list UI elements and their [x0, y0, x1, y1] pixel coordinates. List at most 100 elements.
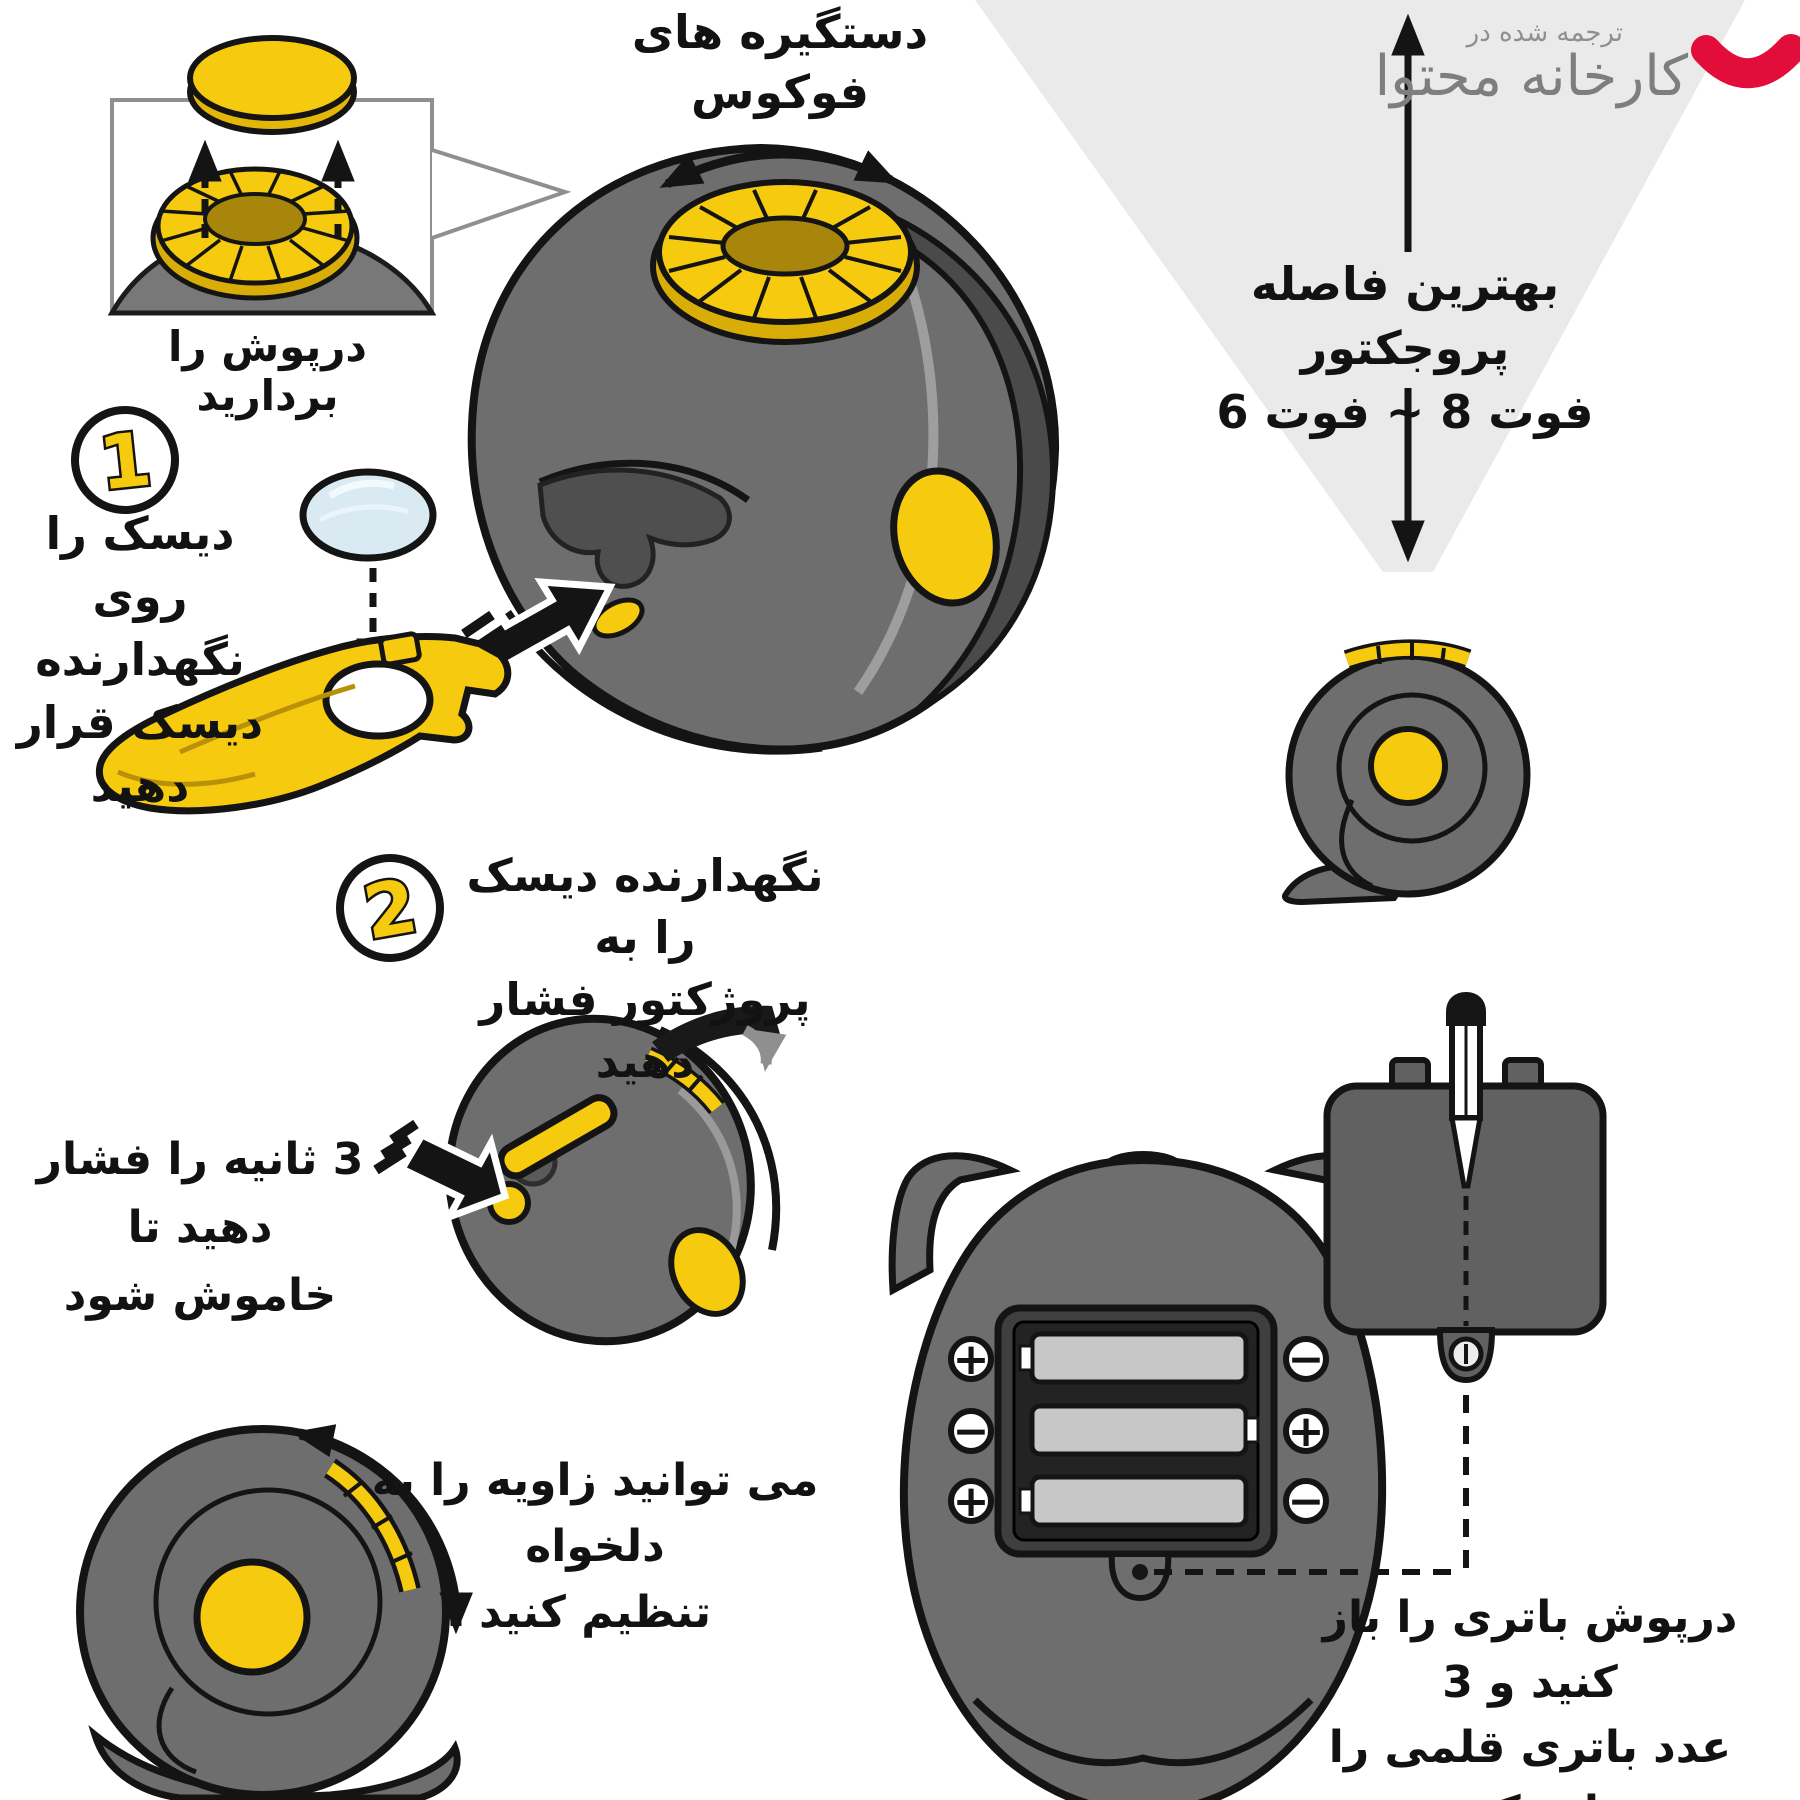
- disc-shine: [328, 479, 395, 499]
- watermark-brand: کارخانه محتوا: [1308, 44, 1688, 109]
- speed-line: [461, 610, 495, 639]
- light-ribbon: [652, 1005, 780, 1062]
- dial-ribs: [668, 189, 902, 319]
- caption-step1: دیسک را روی نگهدارنده دیسک قرار دهید: [0, 502, 280, 817]
- dial-ribs: [160, 170, 350, 282]
- caption-line: تنظیم کنید: [478, 1587, 712, 1638]
- caption-line: خاموش شود: [63, 1270, 337, 1321]
- shell-ear-left: [888, 1152, 1021, 1296]
- polarity-symbol: −: [1288, 1476, 1325, 1527]
- focus-dial: [650, 179, 920, 345]
- rotate-arrow-icon: [291, 1424, 473, 1635]
- polarity-circle: [948, 1408, 994, 1454]
- holder-hole: [322, 660, 434, 740]
- callout-pointer: [431, 148, 572, 240]
- caption-line: درپوش باتری را باز کنید و 3: [1322, 1592, 1738, 1708]
- slot-lip: [538, 459, 751, 503]
- shell-swirl: [1339, 798, 1374, 889]
- polarity-symbol: +: [953, 1476, 990, 1527]
- badge-circle: [336, 854, 444, 962]
- polarity-circle: [1283, 1478, 1329, 1524]
- highlight-streak: [677, 1086, 741, 1257]
- slot-bar: [497, 1094, 618, 1180]
- dial-hole: [720, 215, 850, 277]
- caption-battery: درپوش باتری را باز کنید و 3 عدد باتری قل…: [1290, 1585, 1770, 1800]
- holder-tab: [378, 631, 422, 667]
- main-projector: [467, 143, 1060, 755]
- shell-swirl: [156, 1686, 197, 1775]
- press-arrow-icon: [397, 1130, 510, 1224]
- brand-smile-icon: [1691, 34, 1800, 89]
- projection-beam: [975, 0, 1745, 572]
- cap-callout: [107, 35, 572, 316]
- disc-shine: [318, 504, 409, 523]
- caption-line: بهترین فاصله پروجکتور: [1250, 257, 1560, 375]
- watermark-tagline: ترجمه شده در: [1323, 18, 1623, 48]
- battery-1-terminal: [1018, 1344, 1034, 1372]
- slot-yellow-glimpse: [591, 597, 645, 639]
- polarity-symbol: −: [953, 1406, 990, 1457]
- step2-badge: 2: [336, 854, 444, 962]
- dial-tooth: [1376, 645, 1382, 665]
- dial-tooth: [686, 1074, 704, 1094]
- caption-line: درپوش را بردارید: [168, 322, 367, 420]
- battery-2: [1029, 1403, 1249, 1457]
- projector-rotate-view: [76, 1424, 473, 1800]
- projector-power-off-view: [373, 1005, 787, 1346]
- caption-focus: دستگیره های فوکوس: [620, 2, 940, 122]
- screwdriver-tip: [1449, 1115, 1483, 1189]
- dial-hole: [203, 192, 307, 246]
- battery-3: [1029, 1474, 1249, 1528]
- bay-screw: [1132, 1564, 1148, 1580]
- battery-1: [1029, 1331, 1249, 1385]
- polarity-circle: [948, 1336, 994, 1382]
- caption-line: نگهدارنده دیسک را به: [466, 849, 824, 964]
- battery-2-terminal: [1244, 1416, 1260, 1444]
- speed-line: [373, 1147, 407, 1175]
- screwdriver-icon: [1446, 992, 1486, 1189]
- caption-line: دهید: [90, 759, 190, 812]
- speed-line: [389, 1119, 419, 1145]
- focus-rotate-arrow-icon: [659, 149, 899, 188]
- dial-tooth: [1440, 647, 1446, 665]
- shell-wing: [869, 203, 1057, 715]
- caption-line: می توانید زاویه را به دلخواه: [371, 1455, 819, 1572]
- polarity-symbol: +: [953, 1334, 990, 1385]
- caption-distance: بهترین فاصله پروجکتور فوت 8 ~ فوت 6: [1185, 252, 1625, 444]
- caption-line: دیسک را روی: [45, 507, 235, 623]
- caption-line: دیسک قرار: [16, 696, 264, 749]
- step1-badge: 1: [71, 406, 179, 514]
- dial-edge: [1344, 642, 1471, 667]
- watermark-tagline-text: ترجمه شده در: [1466, 18, 1623, 48]
- beam-shape: [975, 0, 1745, 572]
- caption-step2: نگهدارنده دیسک را به پروژکتور فشار دهید: [440, 845, 850, 1093]
- polarity-symbol: +: [1288, 1406, 1325, 1457]
- lens-button: [1368, 726, 1448, 806]
- holder-slot: [537, 467, 732, 589]
- screwdriver-handle: [1446, 992, 1486, 1026]
- back-bottom-seam: [972, 1697, 1314, 1767]
- focus-dial-small: [150, 166, 360, 301]
- watermark-brand-text: کارخانه محتوا: [1374, 44, 1688, 109]
- caption-remove-cap: درپوش را بردارید: [100, 322, 435, 420]
- holder-fold: [117, 769, 256, 787]
- caption-power-off: 3 ثانیه را فشار دهید تا خاموش شود: [0, 1126, 400, 1330]
- side-lens: [668, 1227, 746, 1317]
- speed-line: [380, 1134, 412, 1160]
- side-lens: [890, 467, 1000, 607]
- caption-line: پروژکتور فشار دهید: [479, 973, 811, 1088]
- caption-line: فوکوس: [690, 65, 870, 119]
- caption-line: 3 ثانیه را فشار دهید تا: [36, 1134, 364, 1253]
- polarity-circle: [1283, 1336, 1329, 1382]
- projector-back-view: + − + − + −: [888, 992, 1607, 1800]
- shell-seam: [1336, 692, 1488, 844]
- disc-and-holder: [95, 468, 512, 815]
- caption-line: نگهدارنده: [35, 633, 245, 686]
- holder-ridge: [179, 683, 356, 755]
- lens-button: [193, 1558, 311, 1676]
- dial-tooth: [662, 1056, 680, 1076]
- caption-line: فوت 8 ~ فوت 6: [1216, 385, 1594, 439]
- polarity-circle: [948, 1478, 994, 1524]
